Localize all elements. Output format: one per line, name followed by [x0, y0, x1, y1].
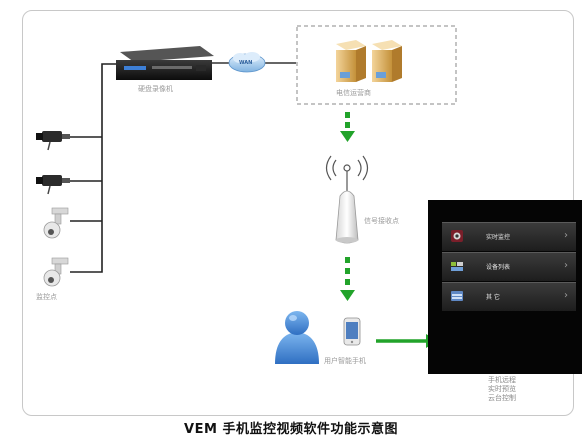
cameras-label: 监控点	[36, 293, 57, 301]
app-feature-notes: 手机远程 实时预览 云台控制	[488, 376, 548, 403]
server-icon	[336, 40, 402, 82]
feature-note: 云台控制	[488, 394, 516, 402]
feature-note: 实时预览	[488, 385, 516, 393]
app-menu-label: 设备列表	[486, 264, 511, 271]
camera-icon	[451, 230, 463, 242]
wan-label: WAN	[239, 60, 253, 66]
dome-camera-icon	[43, 257, 69, 287]
wan-cloud-icon	[228, 52, 266, 73]
tower-label: 信号接收点	[364, 217, 399, 225]
diagram-caption: VEM 手机监控视频软件功能示意图	[184, 422, 398, 437]
arrow-server-to-tower	[340, 112, 355, 142]
folder-icon	[451, 291, 463, 301]
app-menu-label: 实时监控	[486, 234, 511, 241]
dvr-label: 硬盘录像机	[138, 85, 173, 93]
dome-camera-icon	[43, 207, 69, 239]
smartphone-icon	[343, 317, 361, 346]
chevron-right-icon: ›	[564, 260, 568, 271]
app-menu-item-devices[interactable]: 设备列表 ›	[442, 252, 576, 281]
signal-tower-icon	[325, 155, 369, 244]
app-screen-panel: 实时监控 › 设备列表 › 其 它 ›	[428, 200, 582, 374]
app-menu-item-other[interactable]: 其 它 ›	[442, 282, 576, 311]
dvr-icon	[116, 46, 214, 80]
user-person-icon	[275, 311, 319, 364]
user-phone-label: 用户智能手机	[324, 357, 366, 365]
arrow-tower-to-phone	[340, 257, 355, 301]
server-label: 电信运营商	[336, 89, 371, 97]
camera-cabling	[70, 63, 116, 273]
chevron-right-icon: ›	[564, 290, 568, 301]
feature-note: 手机远程	[488, 376, 516, 384]
app-menu-item-live[interactable]: 实时监控 ›	[442, 222, 576, 251]
server-group-box	[296, 25, 457, 105]
bullet-camera-icon	[36, 131, 70, 151]
bullet-camera-icon	[36, 175, 70, 195]
device-list-icon	[451, 262, 463, 271]
app-menu-label: 其 它	[486, 294, 500, 301]
chevron-right-icon: ›	[564, 230, 568, 241]
